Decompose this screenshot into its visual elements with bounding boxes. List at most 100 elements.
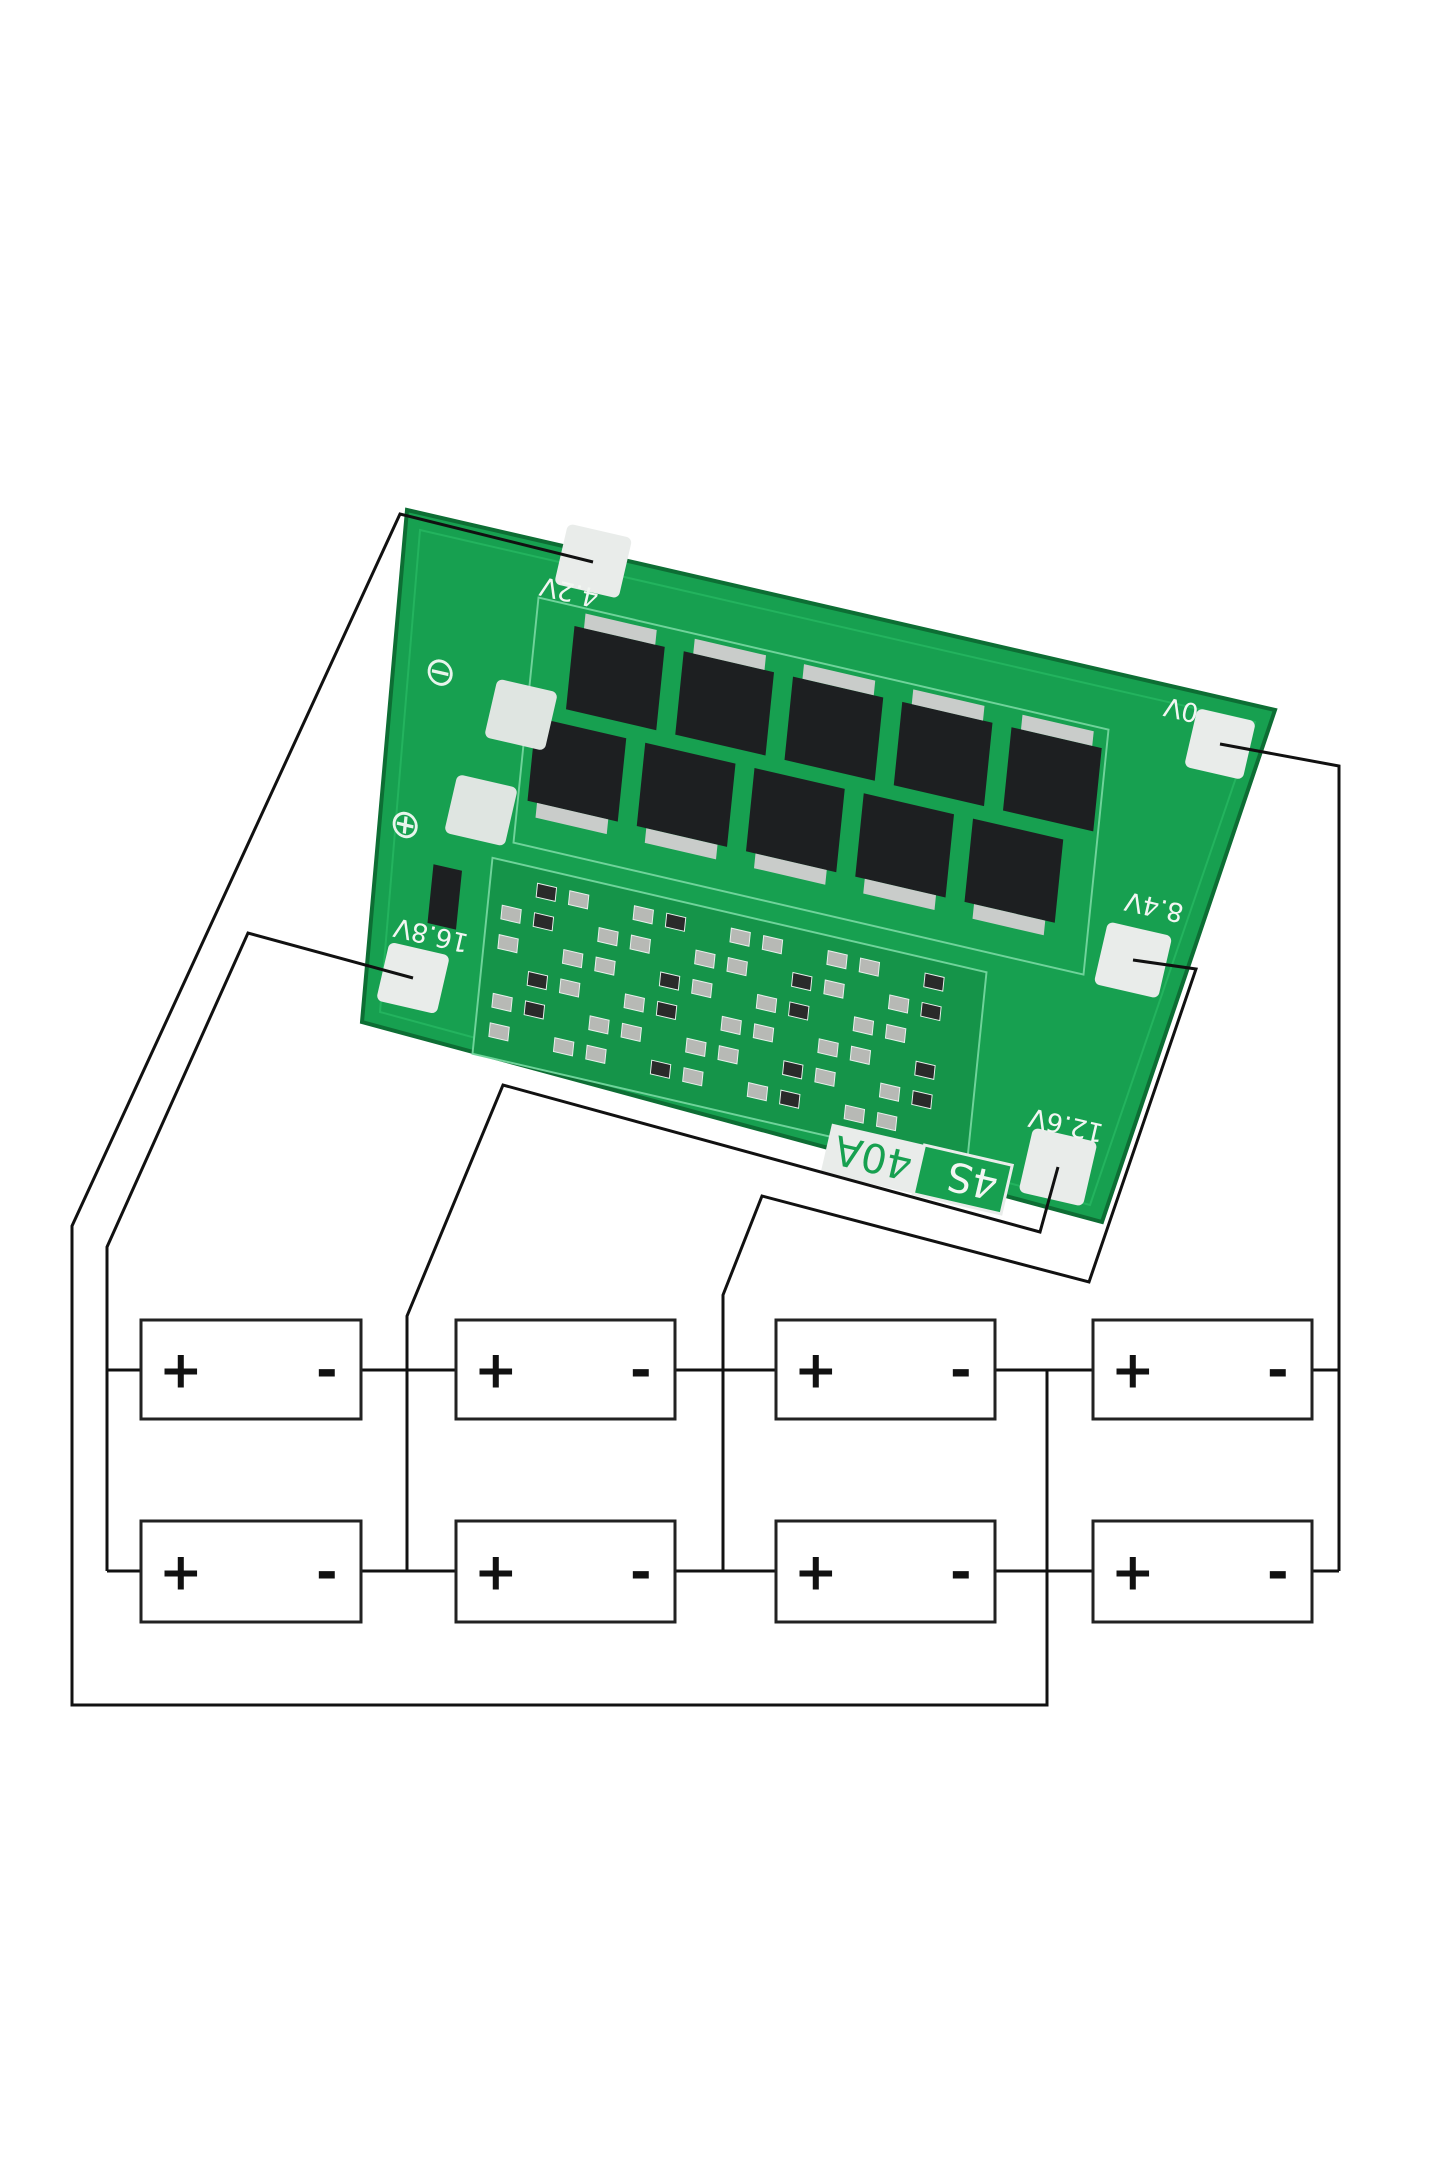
smd-component	[858, 957, 881, 977]
battery-cell: +-	[1091, 1318, 1314, 1421]
mosfet	[527, 717, 627, 822]
smd-component	[920, 1001, 942, 1022]
smd-component	[746, 1082, 769, 1102]
smd-component	[585, 1044, 607, 1064]
wire-16-8v	[105, 931, 414, 1571]
battery-body	[454, 1519, 677, 1624]
battery-body	[1091, 1519, 1314, 1624]
battery-body	[454, 1318, 677, 1421]
mosfet-tab	[911, 689, 985, 721]
smd-component	[788, 1001, 810, 1021]
mosfet-tab	[535, 802, 609, 835]
smd-component	[726, 956, 748, 977]
smd-component	[694, 949, 716, 969]
smd-component	[664, 912, 687, 932]
smd-component	[535, 882, 558, 903]
smd-component	[623, 993, 645, 1013]
mosfet-tab	[802, 664, 876, 696]
mosfet-tab	[1021, 714, 1094, 746]
mosfet	[964, 818, 1064, 923]
negative-terminal: -	[950, 1543, 972, 1603]
positive-terminal: +	[159, 1341, 203, 1401]
smd-component	[532, 912, 555, 932]
smd-component	[488, 1022, 510, 1042]
battery-body	[139, 1519, 363, 1624]
smd-component	[843, 1104, 866, 1124]
smd-component	[791, 971, 813, 992]
smd-component	[658, 971, 681, 991]
smd-component	[558, 978, 581, 998]
smd-component	[597, 927, 619, 947]
smd-component	[814, 1067, 836, 1087]
smd-component	[632, 905, 654, 925]
battery-cell: +-	[139, 1519, 363, 1624]
smd-component	[526, 970, 549, 991]
battery-cell: +-	[139, 1318, 363, 1421]
smd-component	[497, 934, 519, 954]
smd-component	[491, 992, 513, 1013]
bms-board: ⊖ ⊕ 4.2V 0V 8.4V 12.6V 16.8V 4S	[359, 507, 1278, 1225]
smd-component	[887, 994, 910, 1014]
battery-body	[1091, 1318, 1314, 1421]
smd-component	[629, 934, 651, 954]
smd-component	[911, 1090, 933, 1110]
mosfet-tab	[584, 613, 657, 645]
battery-cell: +-	[454, 1519, 677, 1624]
smd-component	[620, 1022, 642, 1043]
smd-component	[914, 1060, 936, 1080]
smd-component	[884, 1023, 907, 1044]
mosfet	[784, 676, 884, 781]
smd-component	[500, 904, 522, 924]
smd-component	[752, 1023, 775, 1043]
mosfet-tab	[644, 828, 718, 860]
smd-component	[655, 1000, 678, 1021]
negative-terminal: -	[1267, 1543, 1289, 1603]
smd-component	[567, 890, 590, 910]
smd-component	[779, 1089, 801, 1109]
smd-component	[823, 979, 845, 999]
battery-cell: +-	[774, 1318, 997, 1421]
smd-component	[588, 1015, 610, 1035]
battery-cell: +-	[1091, 1519, 1314, 1624]
mosfet-tab	[693, 638, 767, 671]
mosfet	[636, 742, 736, 847]
smd-component	[761, 935, 784, 955]
battery-body	[139, 1318, 363, 1421]
wires	[70, 512, 1341, 1707]
mosfet-tab	[863, 878, 937, 911]
smd-component	[720, 1015, 742, 1036]
smd-component	[691, 978, 713, 999]
negative-terminal: -	[316, 1341, 338, 1401]
battery-body	[774, 1318, 997, 1421]
wire-8-4v	[721, 958, 1199, 1571]
smd-component	[826, 950, 848, 970]
smd-component	[717, 1045, 739, 1065]
component-area: ⊖ ⊕	[387, 596, 1164, 1170]
minus-marking: ⊖	[422, 646, 458, 698]
balance-pad	[445, 775, 517, 846]
mosfet	[675, 651, 775, 756]
smd-component	[649, 1059, 672, 1079]
positive-terminal: +	[1111, 1341, 1155, 1401]
battery-cell: +-	[454, 1318, 677, 1421]
smd-component	[923, 972, 945, 992]
negative-terminal: -	[630, 1341, 652, 1401]
battery-body	[774, 1519, 997, 1624]
positive-terminal: +	[474, 1543, 518, 1603]
positive-terminal: +	[794, 1543, 838, 1603]
smd-component	[729, 927, 751, 947]
smd-component	[878, 1082, 901, 1102]
smd-component	[849, 1045, 872, 1066]
smd-component	[875, 1111, 898, 1132]
negative-terminal: -	[1267, 1341, 1289, 1401]
mosfet-tab	[754, 853, 827, 885]
negative-terminal: -	[630, 1543, 652, 1603]
wire-0v	[1219, 742, 1341, 1571]
badge-series: 4S	[943, 1152, 1003, 1208]
mosfet-tab	[972, 904, 1046, 936]
battery-cells: +-+-+-+-+-+-+-+-	[139, 1318, 1314, 1624]
smd-component	[782, 1060, 804, 1080]
smd-component	[594, 956, 616, 976]
wire-12-6v	[405, 1083, 1060, 1571]
